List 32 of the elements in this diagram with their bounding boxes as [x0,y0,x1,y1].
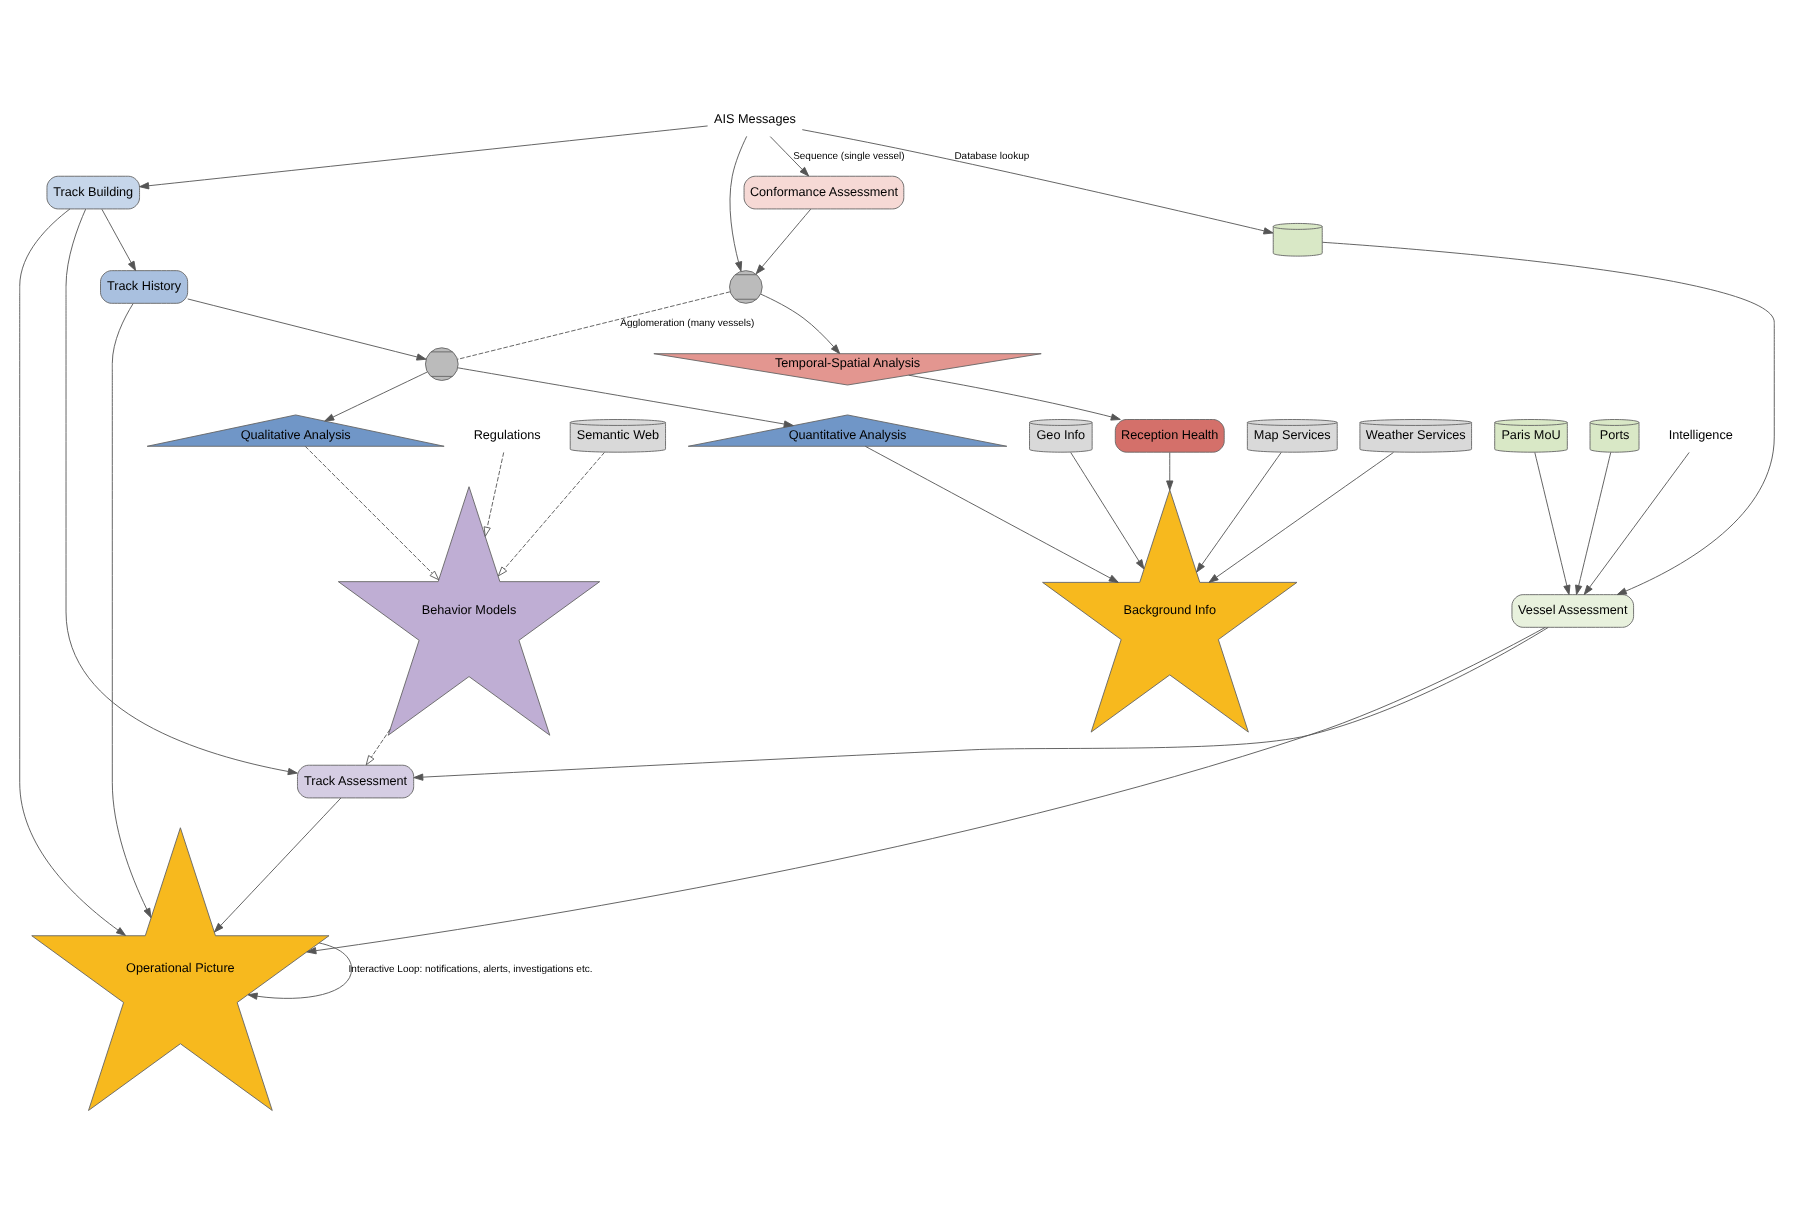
arrow [1208,451,1394,582]
arrow [801,128,1274,234]
arrow [413,626,1549,780]
connector [457,290,731,359]
arrow [864,444,1119,582]
arrow [365,727,391,765]
arrow [755,207,812,274]
arrow [324,370,428,421]
arrow [483,451,505,536]
arrow [139,124,709,189]
arrow [187,297,427,360]
arrow [1196,451,1282,572]
arrow [247,941,353,999]
arrow [306,626,1546,954]
arrow [214,796,342,932]
arrow [457,366,794,427]
arrow [1070,451,1145,569]
arrow [65,207,298,775]
arrow [1321,240,1775,595]
arrow [1575,451,1612,594]
arrow [760,292,841,354]
arrow [101,207,137,271]
arrow [908,373,1121,420]
arrow [111,302,152,918]
arrow [19,207,126,935]
arrow [769,135,810,176]
arrow [497,451,605,576]
arrow [1166,451,1174,490]
arrow [304,444,440,580]
arrow [1583,451,1690,594]
arrow [729,134,748,271]
arrow [1534,451,1571,594]
